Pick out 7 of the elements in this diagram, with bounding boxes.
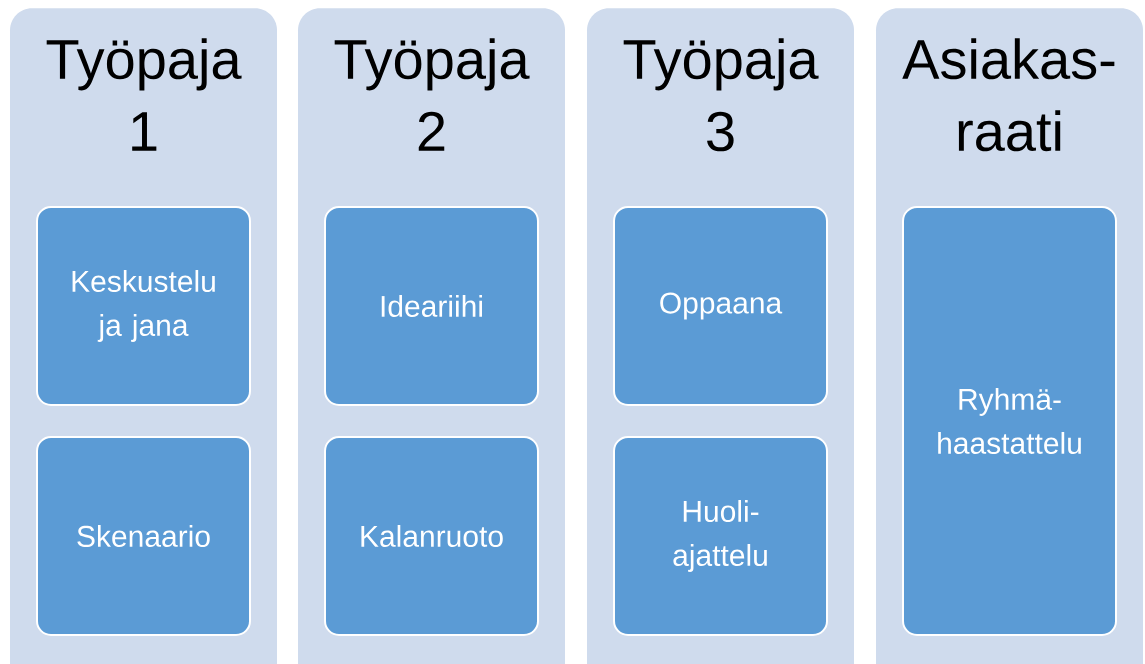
method-box: Skenaario (36, 436, 251, 636)
method-box: Kalanruoto (324, 436, 539, 636)
method-box: Keskustelu ja jana (36, 206, 251, 406)
method-box: Oppaana (613, 206, 828, 406)
method-box: Ideariihi (324, 206, 539, 406)
method-box: Huoli- ajattelu (613, 436, 828, 636)
method-box: Ryhmä- haastattelu (902, 206, 1117, 636)
